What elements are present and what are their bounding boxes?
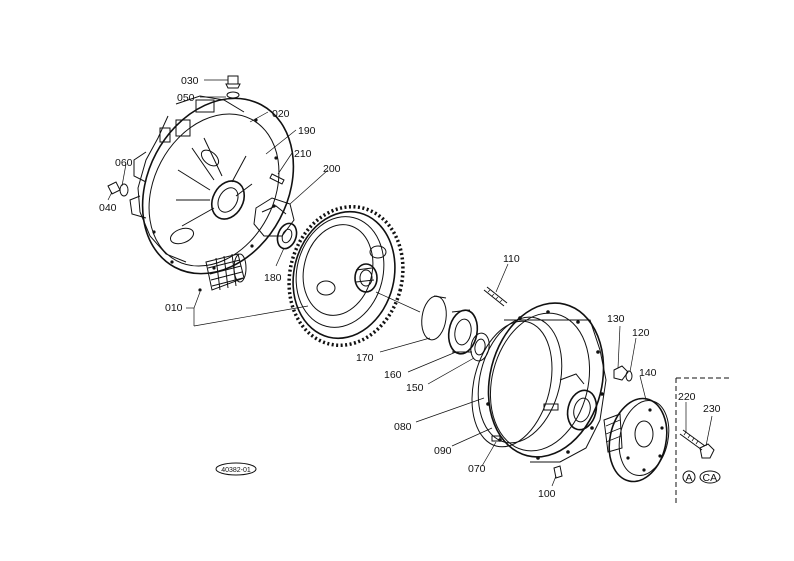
variant-ca-label: CA bbox=[703, 472, 718, 484]
label-140: 140 bbox=[639, 367, 657, 379]
gasket-part-090 bbox=[471, 320, 553, 448]
label-040: 040 bbox=[99, 202, 117, 214]
snap-ring-part-170 bbox=[421, 295, 447, 341]
drawing-reference-text: 40382-01 bbox=[221, 467, 251, 474]
label-130: 130 bbox=[607, 313, 625, 325]
label-090: 090 bbox=[434, 445, 452, 457]
label-120: 120 bbox=[632, 327, 650, 339]
label-100: 100 bbox=[538, 488, 556, 500]
label-110: 110 bbox=[503, 253, 520, 265]
nut-part-130 bbox=[613, 365, 629, 381]
bolt-part-100 bbox=[553, 465, 563, 479]
bevel-pinion-part-010 bbox=[198, 253, 247, 292]
part-labels: 030 050 020 190 210 200 060 040 180 010 … bbox=[99, 75, 721, 500]
drawing-reference-badge: 40382-01 bbox=[215, 462, 257, 476]
leader-lines bbox=[107, 79, 713, 487]
label-230: 230 bbox=[703, 403, 721, 415]
pin-part-210 bbox=[269, 173, 285, 185]
label-160: 160 bbox=[384, 369, 402, 381]
dowel-part-070 bbox=[491, 435, 501, 442]
bearing-part-180 bbox=[276, 222, 298, 250]
axle-flange-part-140 bbox=[603, 397, 670, 483]
label-220: 220 bbox=[678, 391, 696, 403]
label-070: 070 bbox=[468, 463, 486, 475]
ring-gear-assembly bbox=[287, 204, 405, 348]
label-150: 150 bbox=[406, 382, 424, 394]
label-180: 180 bbox=[264, 272, 282, 284]
label-190: 190 bbox=[298, 125, 316, 137]
label-030: 030 bbox=[181, 75, 199, 87]
variant-markers: A CA bbox=[682, 470, 721, 484]
hub-bolt-part-220 bbox=[679, 429, 706, 451]
label-170: 170 bbox=[356, 352, 374, 364]
seal-plate-part-200 bbox=[253, 197, 295, 237]
variant-a-label: A bbox=[686, 472, 693, 484]
label-060: 060 bbox=[115, 157, 133, 169]
washer-part-060 bbox=[119, 183, 129, 197]
bolt-part-040 bbox=[107, 181, 121, 195]
washer-part-050 bbox=[226, 91, 240, 99]
label-080: 080 bbox=[394, 421, 412, 433]
label-010: 010 bbox=[165, 302, 183, 314]
label-210: 210 bbox=[294, 148, 312, 160]
washer-part-120 bbox=[625, 370, 633, 382]
drain-plug-part-030 bbox=[225, 75, 241, 89]
label-050: 050 bbox=[177, 92, 195, 104]
label-200: 200 bbox=[323, 163, 341, 175]
label-020: 020 bbox=[272, 108, 290, 120]
housing-part-020 bbox=[129, 95, 295, 275]
variant-box bbox=[675, 377, 732, 506]
stud-part-110 bbox=[483, 286, 508, 307]
hub-nut-part-230 bbox=[699, 443, 715, 459]
